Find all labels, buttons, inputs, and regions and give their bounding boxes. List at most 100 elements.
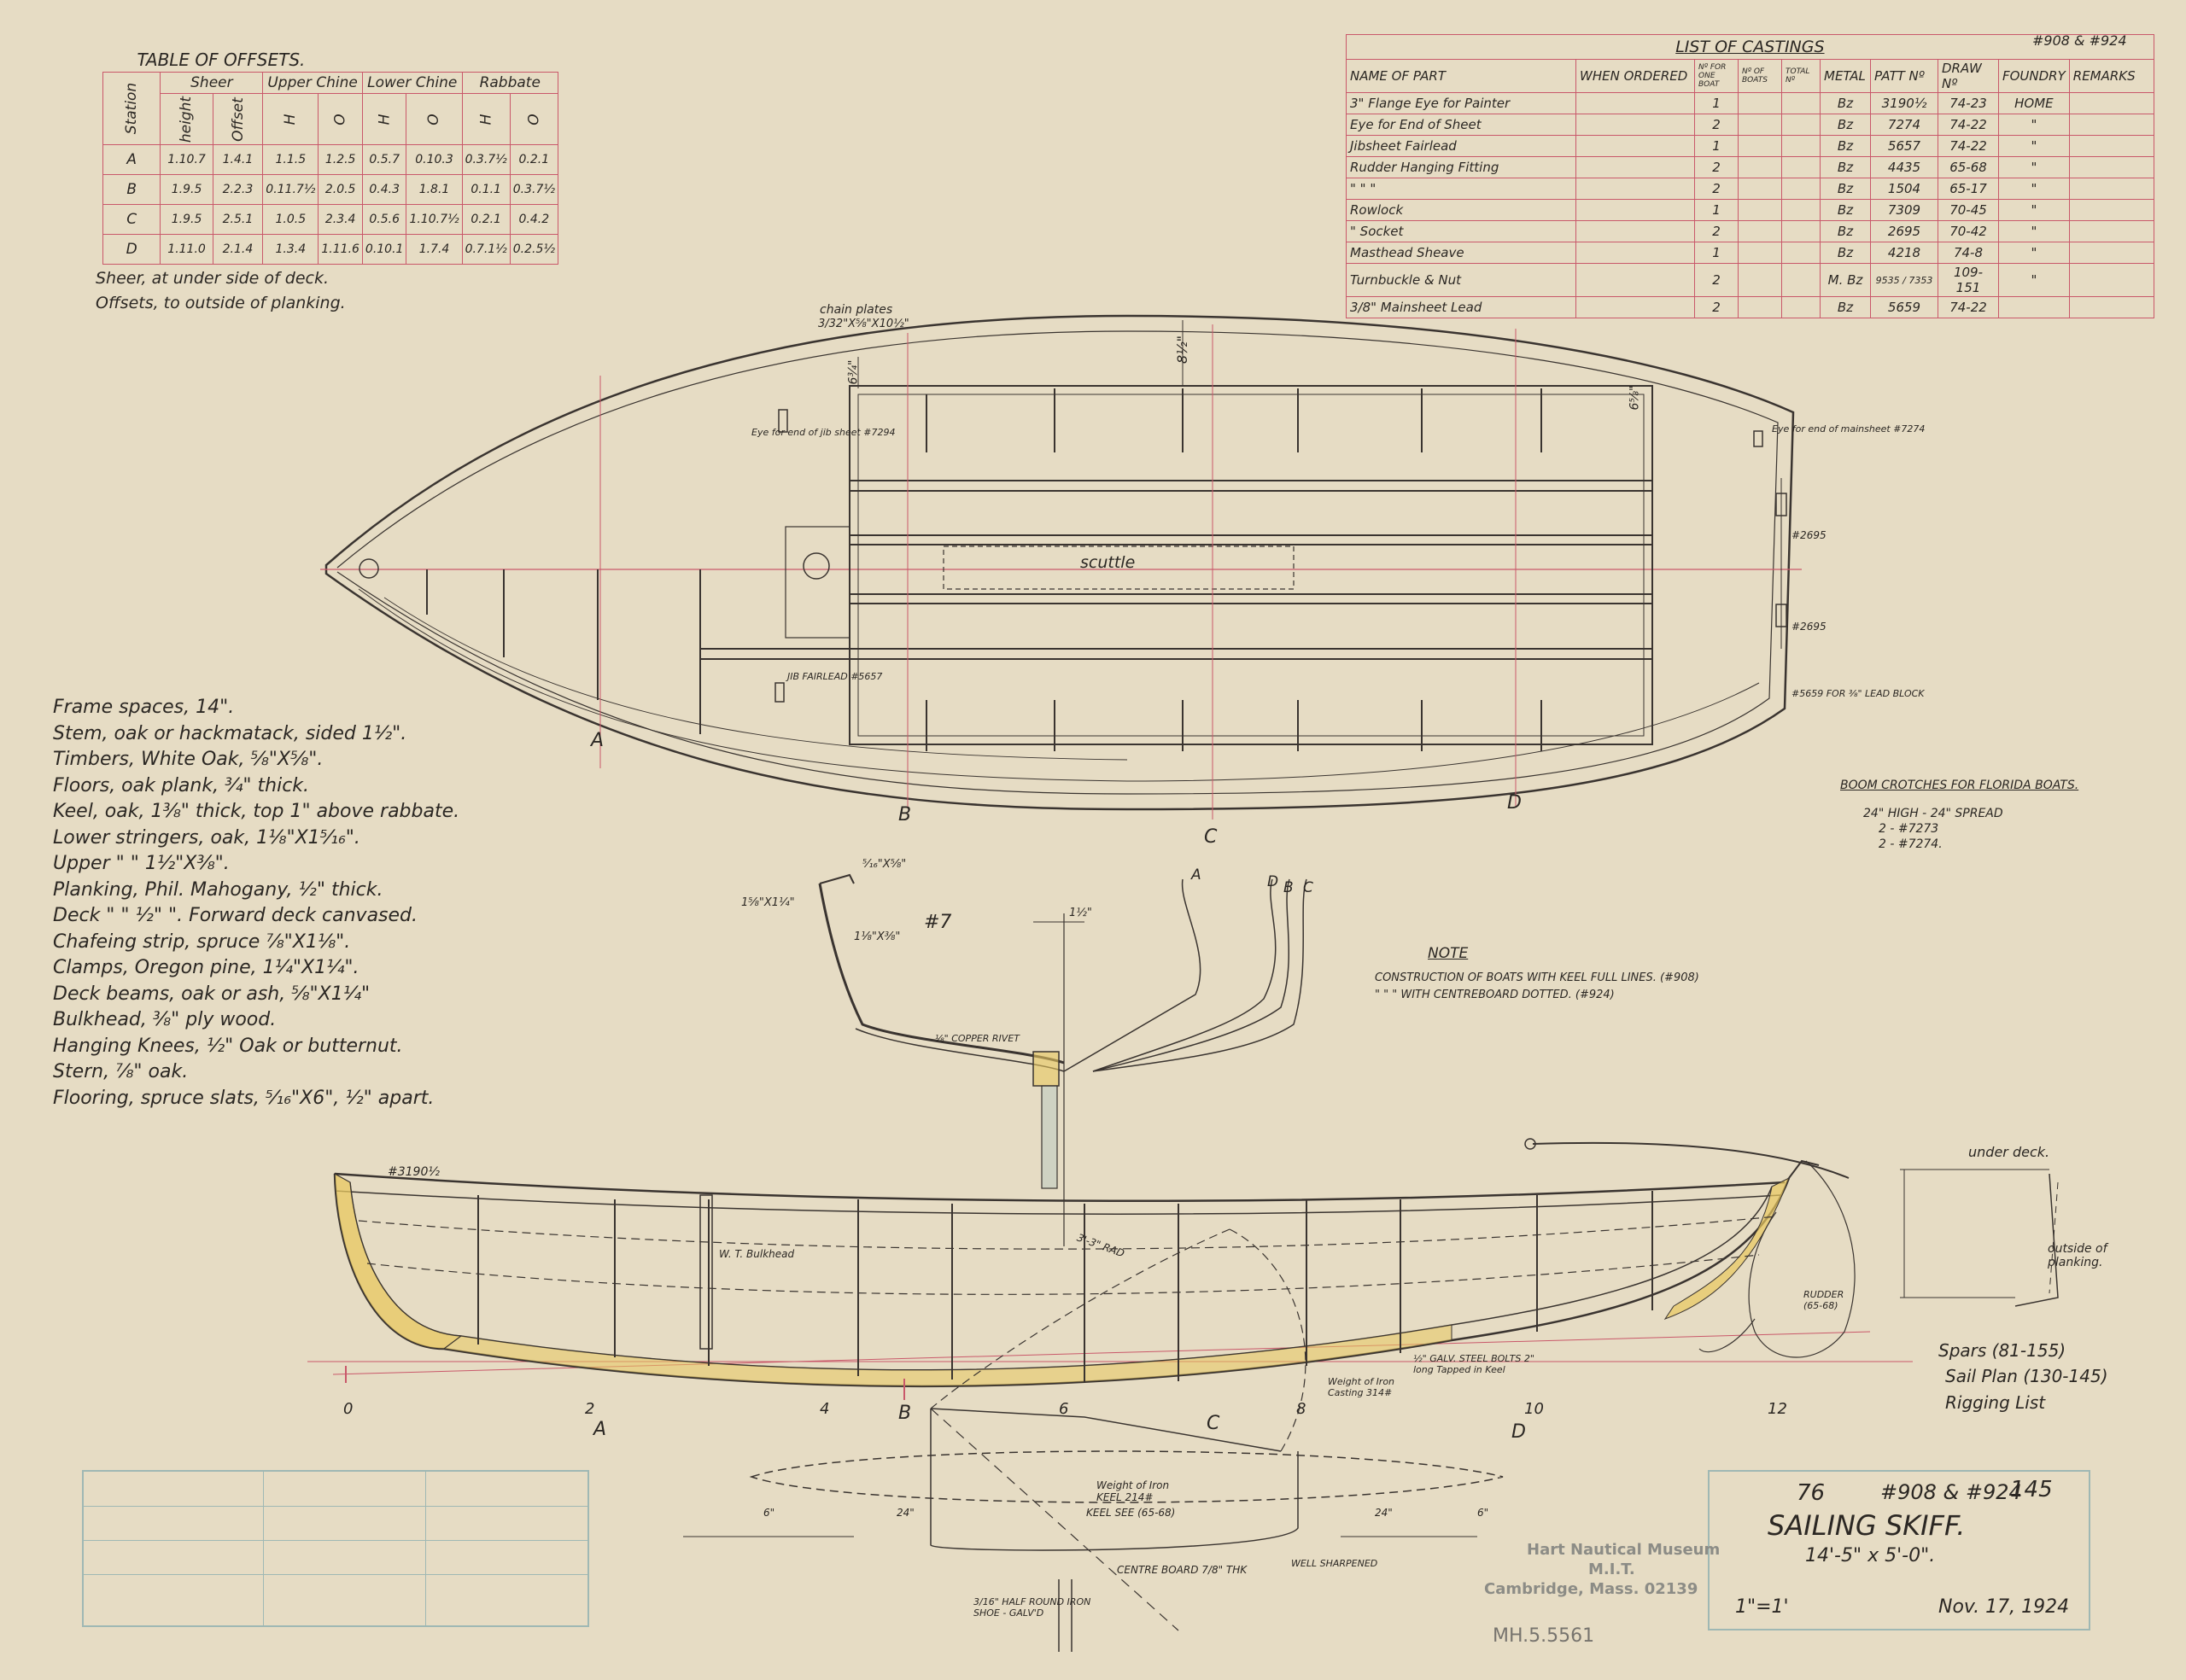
offsets-cell: 0.2.1 xyxy=(509,144,558,175)
flange-eye-label: #3190½ xyxy=(388,1165,440,1179)
offsets-cell: 1.8.1 xyxy=(406,174,463,205)
castings-cell: Turnbuckle & Nut xyxy=(1346,263,1576,297)
profile-station-b: B xyxy=(898,1403,912,1424)
sheet-number: 145 xyxy=(2010,1477,2053,1502)
offsets-cell: 0.5.6 xyxy=(361,204,407,235)
offsets-cell: 1.11.6 xyxy=(318,234,363,265)
offsets-cell: 2.2.3 xyxy=(212,174,264,205)
castings-header-cell: PATT Nº xyxy=(1870,59,1938,93)
plan-dim-fwd: 6¾" xyxy=(846,359,861,385)
plan-station-b: B xyxy=(898,804,912,825)
spec-line: Deck " " ½" ". Forward deck canvased. xyxy=(53,905,418,926)
castings-cell: 65-17 xyxy=(1938,178,1999,200)
well-sharpened-label: WELL SHARPENED xyxy=(1291,1558,1378,1569)
offsets-cell: 1.2.5 xyxy=(318,144,363,175)
castings-cell: " xyxy=(1998,220,2070,242)
museum-stamp-line1: Hart Nautical Museum xyxy=(1527,1541,1721,1559)
offsets-cell: 1.9.5 xyxy=(160,174,213,205)
eye-main-label: Eye for end of mainsheet #7274 xyxy=(1772,423,1926,435)
offsets-cell: 0.10.1 xyxy=(361,234,407,265)
castings-cell: " " " xyxy=(1346,178,1576,200)
spec-line: Stern, ⅞" oak. xyxy=(53,1061,189,1082)
dim-24-right: 24" xyxy=(1375,1507,1393,1519)
eye-jib-label: Eye for end of jib sheet #7294 xyxy=(751,427,896,438)
title-block: 76 #908 & #924 145 SAILING SKIFF. 14'-5"… xyxy=(1708,1470,2090,1630)
print-record-box xyxy=(82,1470,589,1627)
castings-cell: Bz xyxy=(1820,220,1871,242)
plan-station-d: D xyxy=(1507,792,1522,814)
castings-cell: " xyxy=(1998,242,2070,264)
wt-bulkhead-label: W. T. Bulkhead xyxy=(719,1248,795,1260)
museum-stamp-line2: M.I.T. xyxy=(1588,1560,1635,1578)
offsets-cell: 1.7.4 xyxy=(406,234,463,265)
castings-cell xyxy=(1781,296,1821,318)
body-section xyxy=(818,873,1307,1246)
profile-view xyxy=(307,1138,2059,1652)
iron-shoe-label: 3/16" HALF ROUND IRON SHOE - GALV'D xyxy=(973,1596,1091,1619)
spec-line: Stem, oak or hackmatack, sided 1½". xyxy=(53,722,407,744)
sail-plan-reference: Sail Plan (130-145) xyxy=(1945,1366,2108,1386)
body-line-c: C xyxy=(1303,879,1313,896)
section-dim-keel: 1½" xyxy=(1069,907,1092,919)
castings-cell: 70-45 xyxy=(1938,199,1999,221)
castings-cell xyxy=(2068,263,2154,297)
offsets-cell: 2.3.4 xyxy=(318,204,363,235)
castings-cell: 2 xyxy=(1694,220,1739,242)
section-dim2: ⁵⁄₁₆"X⅝" xyxy=(862,858,907,871)
drawing-date: Nov. 17, 1924 xyxy=(1938,1596,2070,1618)
castings-cell: 1 xyxy=(1694,92,1739,114)
section-number: #7 xyxy=(924,912,952,933)
offsets-cell: 1.1.5 xyxy=(262,144,319,175)
offsets-cell: 2.1.4 xyxy=(212,234,264,265)
spec-line: Keel, oak, 1⅜" thick, top 1" above rabba… xyxy=(53,801,460,822)
plan-dim-beam: 8½" xyxy=(1174,335,1191,365)
body-line-d: D xyxy=(1267,873,1279,890)
plan-view xyxy=(320,314,1802,820)
castings-cell: 5657 xyxy=(1870,135,1938,157)
profile-station-number: 4 xyxy=(820,1400,830,1418)
offsets-header-lower-chine: Lower Chine xyxy=(361,72,463,94)
castings-cell xyxy=(1575,178,1695,200)
castings-cell: 2 xyxy=(1694,296,1739,318)
spec-line: Floors, oak plank, ¾" thick. xyxy=(53,774,310,796)
body-line-b: B xyxy=(1283,879,1294,896)
offsets-cell: 1.10.7½ xyxy=(406,204,463,235)
keel-see-label: KEEL SEE (65-68) xyxy=(1086,1507,1176,1519)
socket-label-2: #2695 xyxy=(1791,621,1827,633)
note-line2: " " " WITH CENTREBOARD DOTTED. (#924) xyxy=(1375,989,1615,1001)
chain-plates-size: 3/32"X⅝"X10½" xyxy=(818,318,909,330)
castings-cell xyxy=(2068,114,2154,136)
castings-cell: 65-68 xyxy=(1938,156,1999,178)
lead-block-label: #5659 FOR ⅜" LEAD BLOCK xyxy=(1791,688,1925,699)
castings-cell: 5659 xyxy=(1870,296,1938,318)
offsets-title: TABLE OF OFFSETS. xyxy=(102,48,558,73)
spec-line: Hanging Knees, ½" Oak or butternut. xyxy=(53,1035,403,1057)
castings-cell: 2 xyxy=(1694,178,1739,200)
castings-cell xyxy=(2068,92,2154,114)
castings-header-cell: WHEN ORDERED xyxy=(1575,59,1695,93)
castings-cell: 2 xyxy=(1694,114,1739,136)
castings-cell: 3" Flange Eye for Painter xyxy=(1346,92,1576,114)
castings-cell: 109-151 xyxy=(1938,263,1999,297)
castings-cell xyxy=(1738,199,1782,221)
drawing-title: SAILING SKIFF. xyxy=(1768,1509,1966,1542)
spars-reference: Spars (81-155) xyxy=(1938,1340,2066,1361)
plan-dim-aft: 6⅝" xyxy=(1628,385,1642,411)
offsets-header-sheer: Sheer xyxy=(160,72,264,94)
under-deck-label: under deck. xyxy=(1968,1144,2050,1160)
castings-cell: Bz xyxy=(1820,296,1871,318)
castings-cell xyxy=(2068,220,2154,242)
castings-cell xyxy=(1575,92,1695,114)
profile-station-a: A xyxy=(593,1419,607,1440)
castings-header-cell: TOTAL Nº xyxy=(1781,59,1821,93)
chain-plates-label: chain plates xyxy=(820,303,893,317)
castings-cell xyxy=(1575,156,1695,178)
